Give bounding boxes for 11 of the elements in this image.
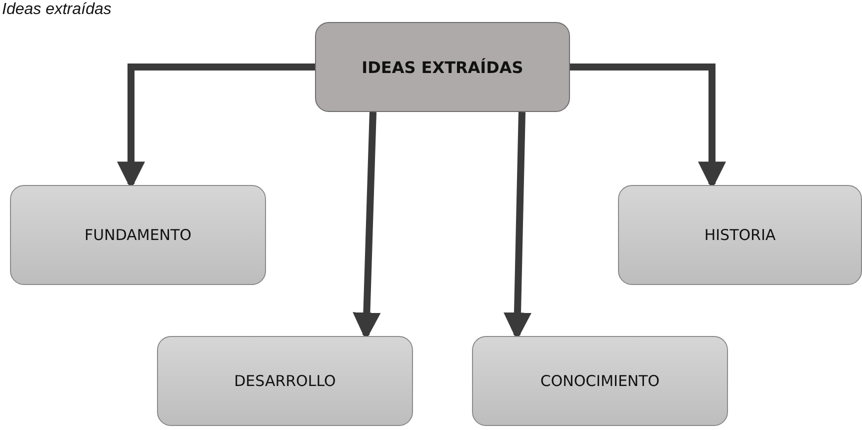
concept-box (315, 22, 570, 112)
concept-box (618, 185, 862, 285)
diagram-title: Ideas extraídas (2, 1, 112, 19)
node-label: IDEAS EXTRAÍDAS (362, 58, 524, 76)
concept-box (157, 336, 413, 426)
concept-box (472, 336, 728, 426)
concept-box (10, 185, 266, 285)
node-label: DESARROLLO (234, 372, 336, 390)
node-label: FUNDAMENTO (84, 226, 192, 244)
node-label: CONOCIMIENTO (540, 372, 660, 390)
node-label: HISTORIA (704, 226, 776, 244)
